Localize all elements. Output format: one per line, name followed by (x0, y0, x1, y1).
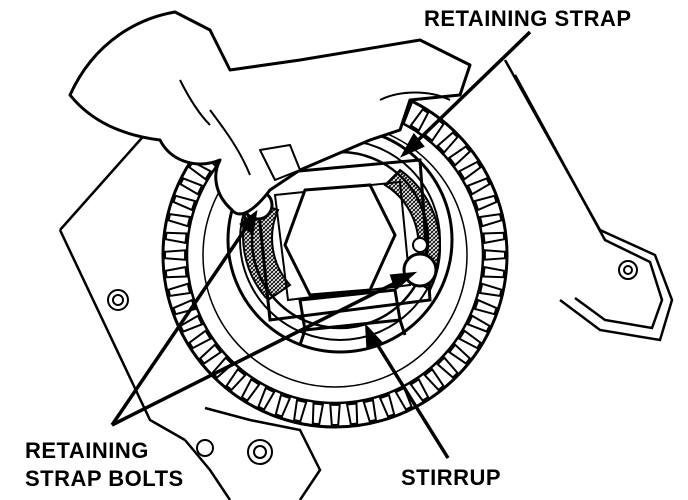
arrowhead-retaining-strap (399, 132, 425, 158)
gear-tooth (225, 367, 247, 392)
gear-tooth (179, 177, 204, 196)
gear-tooth (188, 329, 213, 350)
gear-tooth (198, 343, 223, 365)
gear-tooth (311, 402, 325, 426)
gear-tooth (164, 249, 187, 261)
gear-tooth (466, 314, 491, 333)
gear-tooth (172, 194, 197, 212)
label-retaining-strap-bolts-line1: RETAINING (25, 438, 149, 463)
gear-tooth (164, 265, 188, 279)
gear-tooth (436, 356, 459, 379)
gear-tooth (423, 367, 445, 392)
gear-tooth (478, 212, 503, 228)
gear-tooth (167, 282, 192, 298)
label-retaining-strap-bolts-line2: STRAP BOLTS (25, 466, 184, 491)
gear-tooth (345, 402, 359, 426)
gear-tooth (483, 249, 506, 261)
gear-tooth (482, 265, 506, 279)
gear-tooth (409, 377, 430, 402)
gear-tooth (447, 145, 472, 167)
stirrup (298, 288, 407, 346)
arrowhead-stirrup (364, 323, 384, 349)
gear-tooth (167, 212, 192, 228)
leader-bolt-right (111, 276, 406, 427)
gear-tooth (362, 398, 378, 423)
label-stirrup: STIRRUP (401, 465, 502, 490)
gear-tooth (473, 194, 498, 212)
gear-tooth (478, 282, 503, 298)
hand (68, 10, 472, 216)
leader-lines (110, 30, 532, 459)
arrowhead-bolt-left (239, 209, 258, 236)
leader-stirrup (370, 335, 450, 459)
leader-bolt-left (110, 221, 252, 426)
gear-tooth (457, 329, 482, 350)
gear-tooth (447, 343, 472, 365)
gear-tooth (457, 160, 482, 181)
arrowhead-bolt-right (389, 271, 418, 292)
gear-tooth (240, 377, 261, 402)
gear-tooth (292, 398, 308, 423)
gear-tooth (409, 108, 430, 133)
center-hex-nut (283, 183, 397, 297)
gear-tooth (329, 403, 341, 426)
gear-tooth (466, 177, 491, 196)
gear-tooth (274, 393, 292, 418)
gear-tooth (473, 298, 498, 316)
gear-tooth (482, 231, 506, 245)
gear-tooth (257, 386, 276, 411)
leader-retaining-strap (408, 30, 532, 150)
gear-ring (161, 81, 509, 429)
gear-tooth (436, 131, 459, 154)
label-retaining-strap: RETAINING STRAP (424, 6, 632, 31)
mounting-holes (107, 260, 638, 465)
gear-tooth (378, 393, 396, 418)
bolt-right (402, 252, 438, 288)
gear-tooth (394, 386, 413, 411)
gear-tooth (164, 231, 188, 245)
